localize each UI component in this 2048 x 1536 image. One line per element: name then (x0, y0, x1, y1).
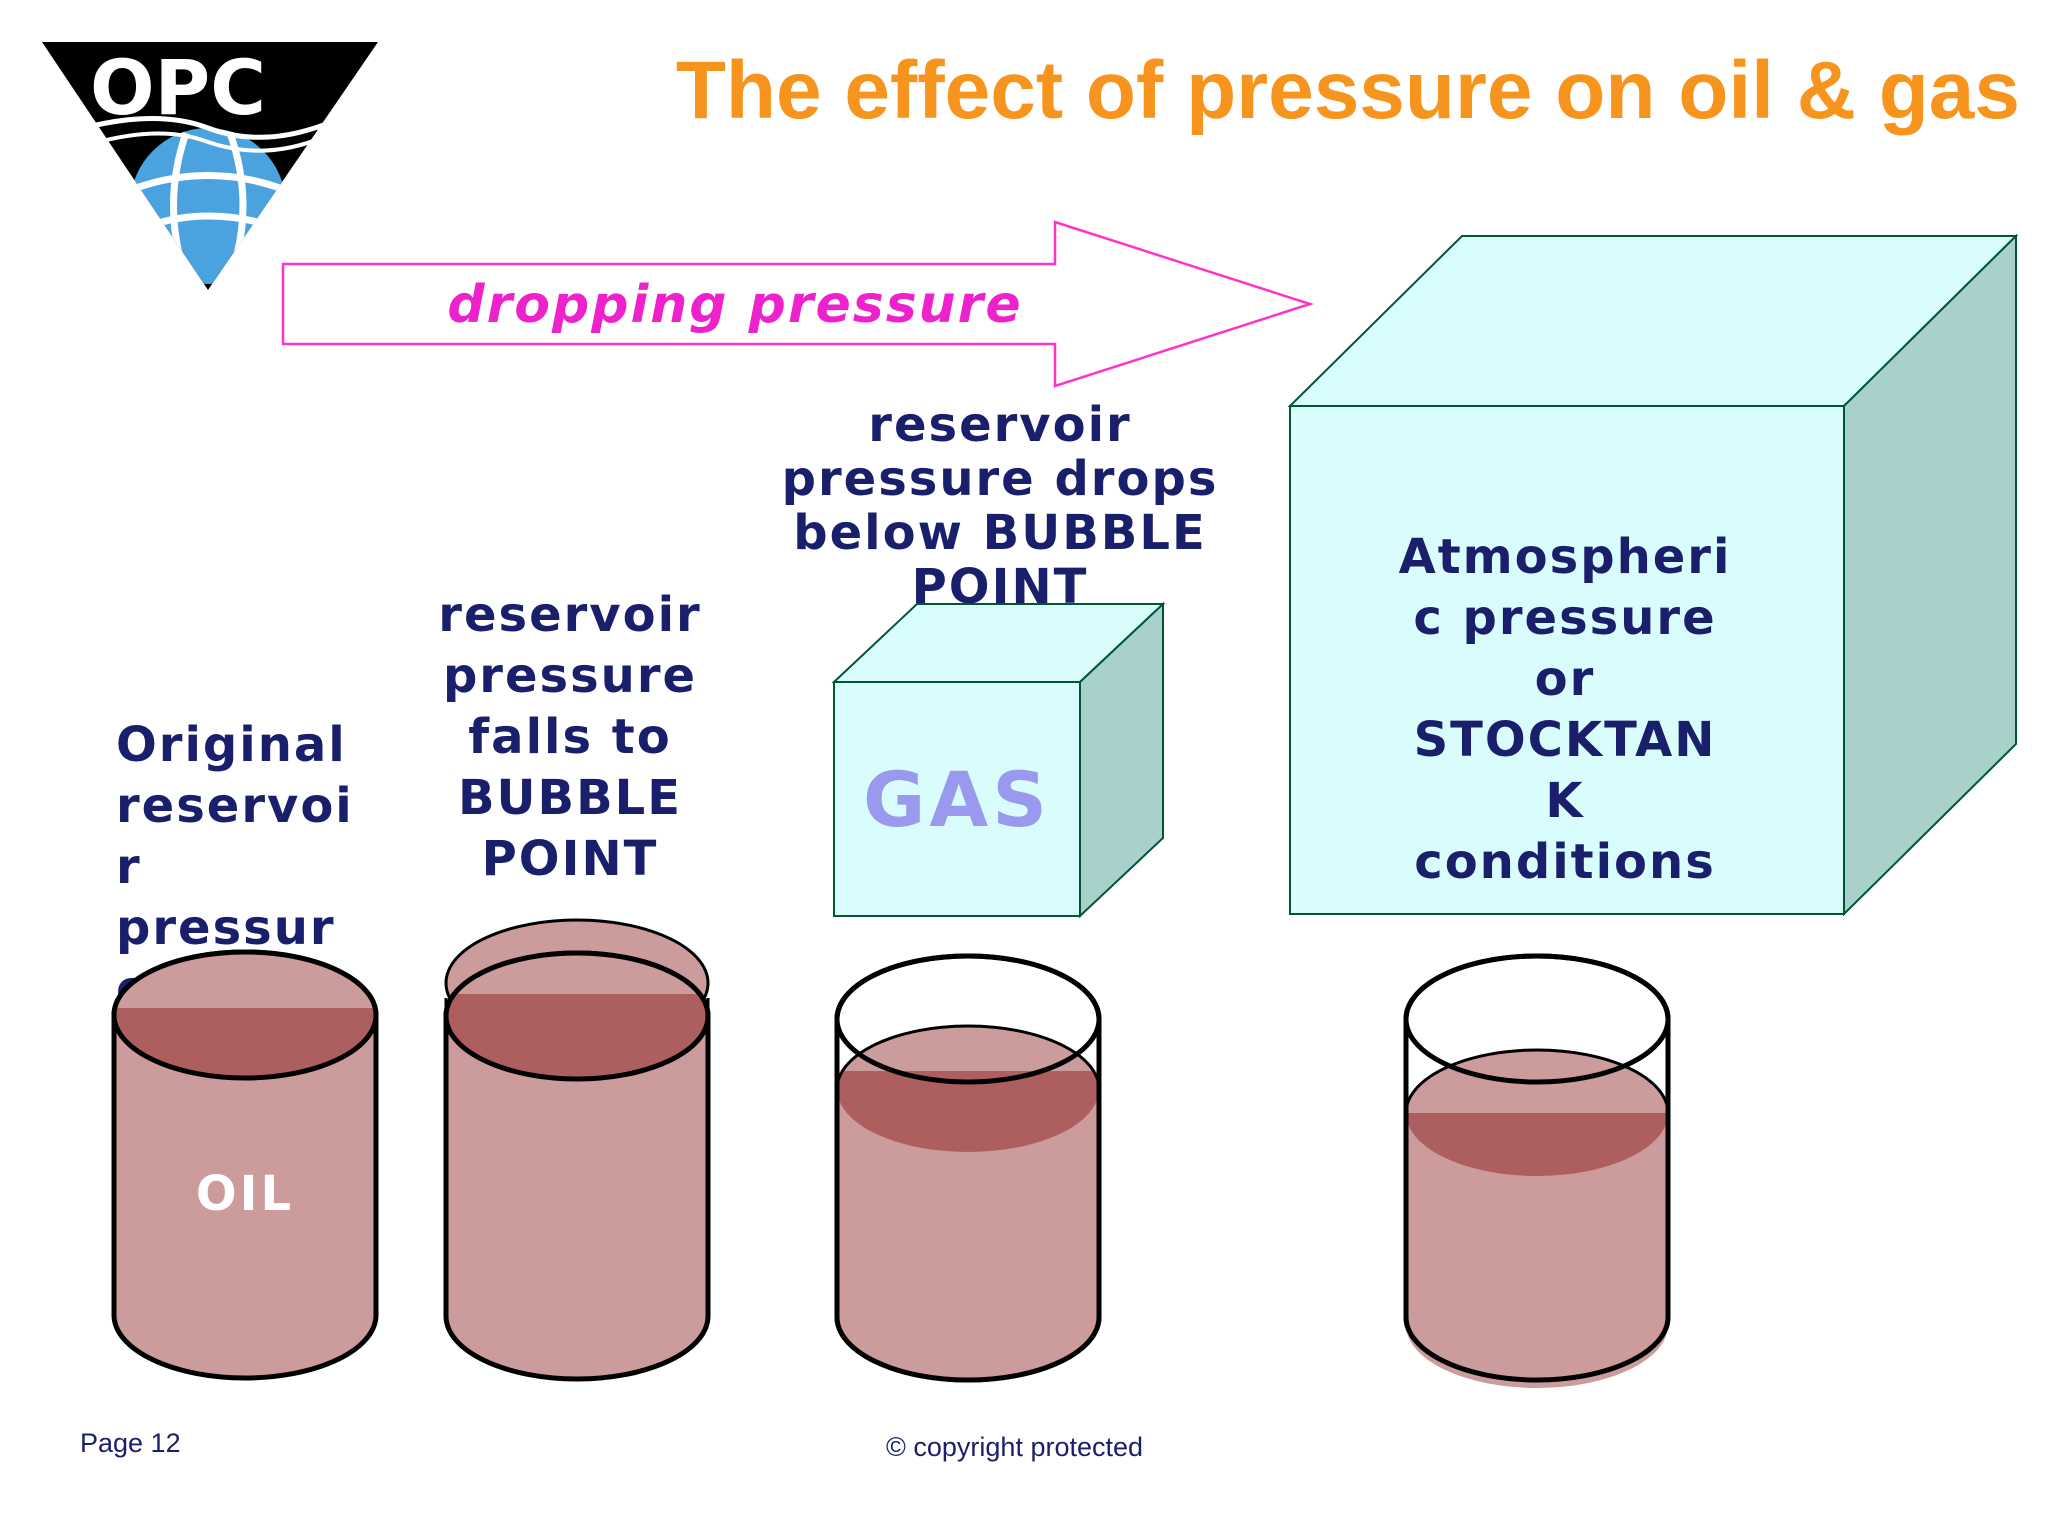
opc-logo: OPC (42, 42, 378, 290)
page-title: The effect of pressure on oil & gas (675, 45, 2020, 136)
dropping-pressure-arrow: dropping pressure (281, 220, 1315, 388)
arrow-label: dropping pressure (447, 275, 1022, 335)
stage-3-cylinder (834, 953, 1102, 1383)
stage-2-label: reservoir pressure falls to BUBBLE POINT (438, 587, 702, 887)
gas-box: GAS (831, 601, 1166, 919)
oil-label: OIL (196, 1166, 294, 1222)
stage-1-cylinder: OIL (111, 949, 379, 1381)
stage-4-label: Atmospheri c pressure or STOCKTAN K cond… (1398, 529, 1732, 890)
stage-1-label: Original reservoi r pressur e (116, 717, 354, 1017)
gas-label: GAS (863, 755, 1051, 844)
stage-2-cylinder (443, 918, 711, 1382)
copyright-notice: © copyright protected (886, 1432, 1144, 1462)
stage-3-label: reservoir pressure drops below BUBBLE PO… (781, 397, 1219, 615)
page-number: Page 12 (80, 1428, 181, 1458)
stocktank-box (1287, 233, 2019, 917)
logo-text: OPC (90, 43, 266, 132)
stage-4-cylinder (1403, 953, 1671, 1388)
